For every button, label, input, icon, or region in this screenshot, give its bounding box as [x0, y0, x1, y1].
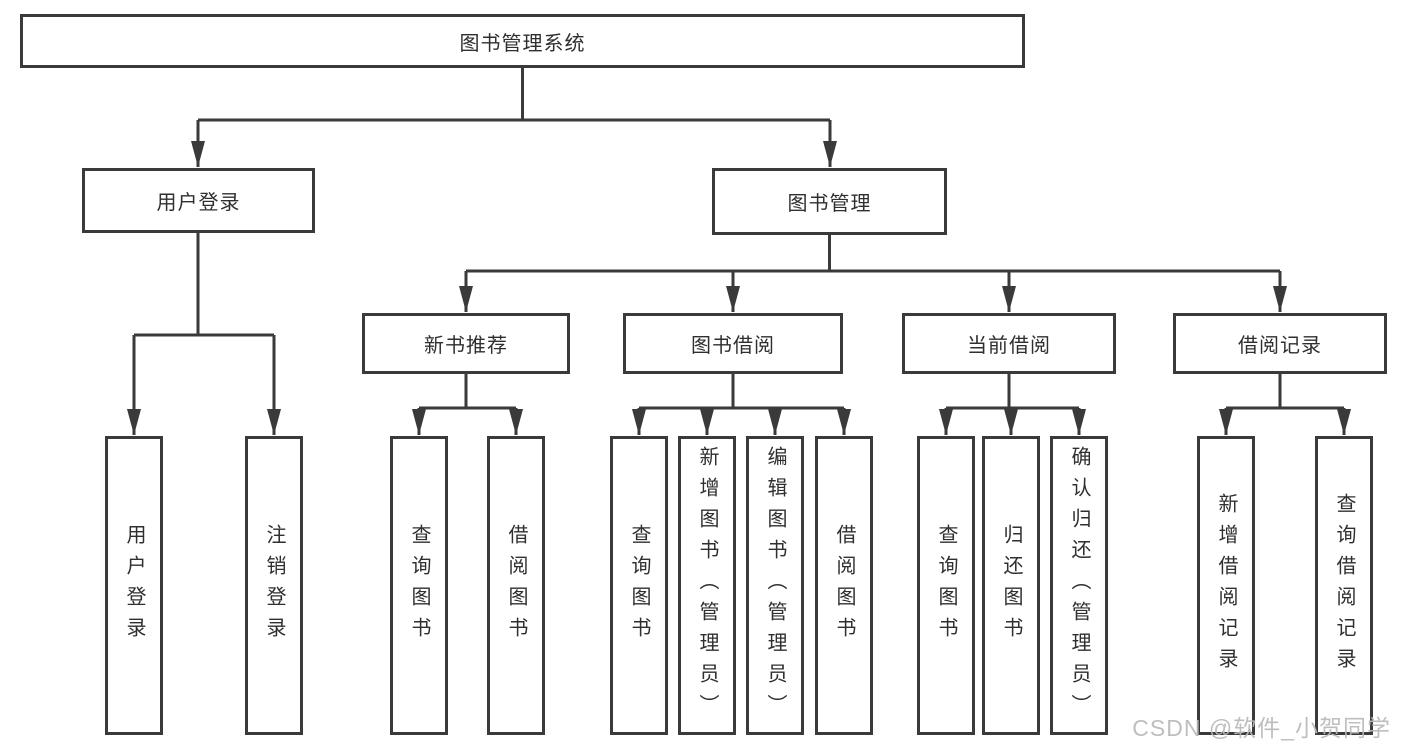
leaf-query-book-1: 查询图书 [390, 436, 448, 735]
leaf-query-book-1-label: 查询图书 [408, 523, 430, 648]
leaf-user-login-label: 用户登录 [123, 523, 145, 648]
node-current-borrowing: 当前借阅 [902, 313, 1116, 374]
leaf-query-borrow-record: 查询借阅记录 [1315, 436, 1373, 735]
leaf-add-book-admin: 新增图书（管理员） [678, 436, 736, 735]
node-book-management: 图书管理 [712, 168, 947, 235]
leaf-return-book: 归还图书 [982, 436, 1040, 735]
leaf-query-book-2: 查询图书 [610, 436, 668, 735]
leaf-borrow-book-1: 借阅图书 [487, 436, 545, 735]
leaf-confirm-return-admin-label: 确认归还（管理员） [1068, 446, 1090, 725]
leaf-borrow-book-1-label: 借阅图书 [505, 523, 527, 648]
node-borrowing-records: 借阅记录 [1173, 313, 1387, 374]
leaf-logout: 注销登录 [245, 436, 303, 735]
leaf-edit-book-admin: 编辑图书（管理员） [746, 436, 804, 735]
node-new-book-recommendation: 新书推荐 [362, 313, 570, 374]
node-book-borrowing: 图书借阅 [623, 313, 843, 374]
leaf-return-book-label: 归还图书 [1000, 523, 1022, 648]
leaf-add-borrow-record: 新增借阅记录 [1197, 436, 1255, 735]
leaf-add-book-admin-label: 新增图书（管理员） [696, 446, 718, 725]
leaf-query-book-3-label: 查询图书 [935, 523, 957, 648]
node-root: 图书管理系统 [20, 14, 1025, 68]
leaf-query-book-2-label: 查询图书 [628, 523, 650, 648]
csdn-watermark: CSDN @软件_小贺同学 [1132, 715, 1391, 741]
leaf-add-borrow-record-label: 新增借阅记录 [1215, 492, 1237, 679]
leaf-borrow-book-2-label: 借阅图书 [833, 523, 855, 648]
leaf-borrow-book-2: 借阅图书 [815, 436, 873, 735]
leaf-query-borrow-record-label: 查询借阅记录 [1333, 492, 1355, 679]
leaf-edit-book-admin-label: 编辑图书（管理员） [764, 446, 786, 725]
leaf-confirm-return-admin: 确认归还（管理员） [1050, 436, 1108, 735]
node-user-login: 用户登录 [82, 168, 315, 233]
leaf-query-book-3: 查询图书 [917, 436, 975, 735]
leaf-user-login: 用户登录 [105, 436, 163, 735]
leaf-logout-label: 注销登录 [263, 523, 285, 648]
